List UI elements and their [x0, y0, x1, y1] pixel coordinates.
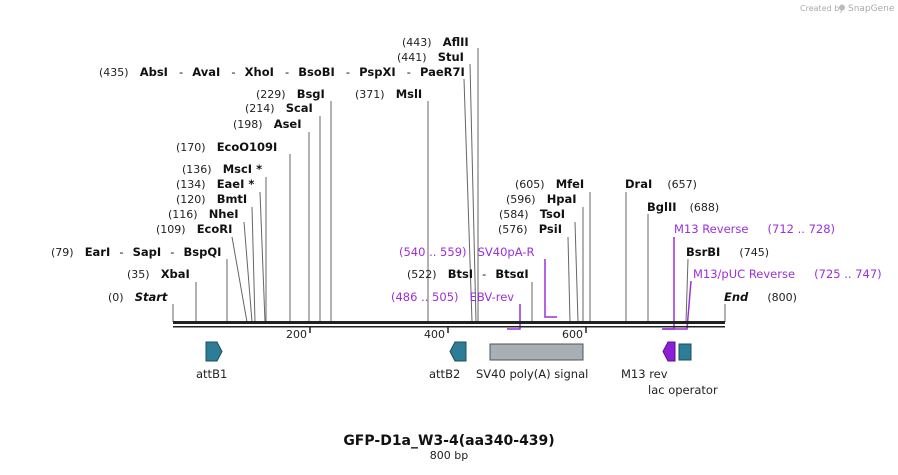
- primer-marker-sv40pa-r: [544, 259, 557, 318]
- cut-line-nhei: [243, 221, 253, 323]
- hpai-site-label: (596) HpaI: [506, 188, 577, 207]
- sv40-polya-feature-box: [489, 343, 584, 361]
- snapgene-logo-icon: [839, 4, 845, 11]
- attb1-feature-arrow: [205, 341, 223, 362]
- drai-site-label: DraI (657): [625, 173, 697, 192]
- bglii-site-label: BglII (688): [647, 196, 719, 215]
- attb2-feature-arrow: [449, 341, 467, 362]
- lac-operator-label: lac operator: [648, 383, 718, 397]
- sv40-polya-label: SV40 poly(A) signal: [476, 367, 588, 381]
- primer-marker-m13-reverse: [662, 237, 675, 330]
- btsi-group-label: (522) BtsI - BtsαI: [407, 263, 529, 282]
- created-by-label: Created by: [800, 4, 844, 13]
- tick-label-200: 200: [286, 328, 307, 341]
- absi-group-label: (435) AbsI - AvaI - XhoI - BsoBI - PspXI…: [99, 61, 465, 80]
- bsrbi-site-label: BsrBI (745): [686, 241, 769, 260]
- m13-reverse-primer-label: M13 Reverse (712 .. 728): [674, 218, 835, 237]
- primer-markers: [507, 237, 692, 330]
- tsoi-site-label: (584) TsoI: [499, 203, 565, 222]
- cut-line-bsrbi: [685, 258, 689, 323]
- map-length: 800 bp: [430, 449, 468, 462]
- m13-rev-label: M13 rev: [621, 367, 668, 381]
- aflii-site-label: (443) AflII: [402, 31, 469, 50]
- sv40pa-r-primer-label: (540 .. 559) SV40pA-R: [399, 241, 534, 260]
- eari-group-label: (79) EarI - SapI - BspQI: [51, 241, 221, 260]
- features: [205, 341, 692, 362]
- bmti-site-label: (120) BmtI: [176, 188, 247, 207]
- cut-line-ecori: [231, 236, 248, 323]
- attb1-label: attB1: [196, 367, 227, 381]
- cut-line-eaei: [259, 191, 266, 323]
- cut-lines: [172, 48, 726, 323]
- nhei-site-label: (116) NheI: [168, 203, 239, 222]
- mfei-site-label: (605) MfeI: [515, 173, 584, 192]
- cut-line-stui: [469, 63, 477, 323]
- cut-line-bmti: [251, 206, 256, 323]
- sequence-backbone: [173, 321, 725, 333]
- lac-operator-feature-box: [678, 343, 692, 361]
- cut-line-tsoi: [574, 221, 579, 323]
- start-site-label: (0) Start: [108, 286, 168, 305]
- ecori-site-label: (109) EcoRI: [156, 218, 232, 237]
- m13-rev-feature-arrow: [662, 341, 676, 362]
- map-title: GFP-D1a_W3-4(aa340-439): [343, 433, 554, 449]
- primer-marker-ebv-rev: [507, 304, 521, 330]
- m13-puc-reverse-primer-label: M13/pUC Reverse (725 .. 747): [693, 263, 882, 282]
- eaei-site-label: (134) EaeI *: [176, 173, 254, 192]
- ecoo109i-site-label: (170) EcoO109I: [176, 136, 277, 155]
- bsgi-site-label: (229) BsgI: [256, 83, 325, 102]
- stui-site-label: (441) StuI: [397, 46, 464, 65]
- primer-marker-m13-puc-reverse: [663, 280, 692, 330]
- ebv-rev-primer-label: (486 .. 505) EBV-rev: [391, 286, 514, 305]
- snapgene-brand: SnapGene: [848, 4, 895, 14]
- psii-site-label: (576) PsiI: [498, 218, 562, 237]
- xbai-site-label: (35) XbaI: [127, 263, 190, 282]
- cut-line-psii: [567, 236, 571, 323]
- asei-site-label: (198) AseI: [233, 113, 302, 132]
- cut-line-absi: [463, 78, 473, 323]
- tick-label-400: 400: [424, 328, 445, 341]
- tick-label-600: 600: [562, 328, 583, 341]
- msli-site-label: (371) MslI: [355, 83, 422, 102]
- attb2-label: attB2: [429, 367, 460, 381]
- end-site-label: End (800): [724, 286, 797, 305]
- msci-site-label: (136) MscI *: [182, 158, 262, 177]
- scai-site-label: (214) ScaI: [245, 97, 313, 116]
